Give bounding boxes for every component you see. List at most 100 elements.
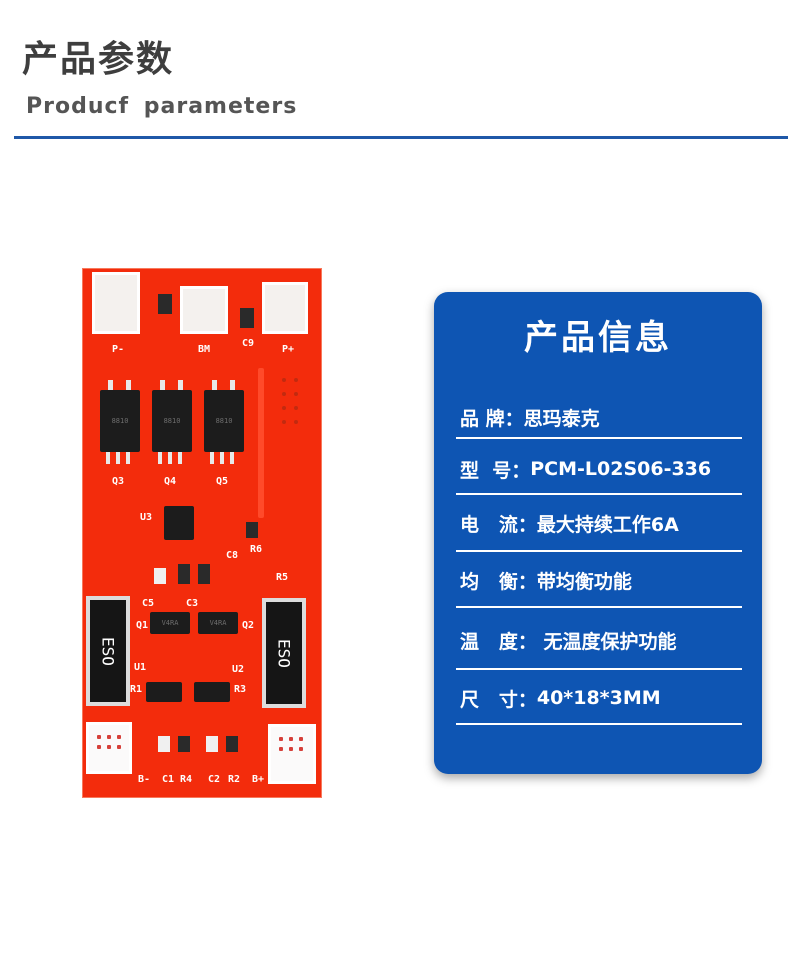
row-divider [456, 437, 742, 439]
info-value: 思玛泰克 [523, 407, 600, 430]
info-row-size: 尺 寸： 40*18*3MM [460, 675, 742, 721]
chip-leg [116, 452, 120, 464]
silk-c5: C5 [142, 598, 155, 609]
pad-bm [180, 286, 228, 334]
row-divider [456, 606, 742, 608]
info-row-current: 电 流： 最大持续工作6A [460, 500, 742, 546]
silk-p-plus: P+ [282, 344, 295, 355]
silk-b-minus: B- [138, 774, 151, 785]
resistor-right: ESO [262, 598, 306, 708]
pad-p-minus [92, 272, 140, 334]
chip-leg [126, 452, 130, 464]
pad-p-plus [262, 282, 308, 334]
via [282, 378, 286, 382]
chip-leg [230, 452, 234, 464]
chip-leg [168, 452, 172, 464]
silk-r1: R1 [130, 684, 143, 695]
via [282, 406, 286, 410]
via [294, 420, 298, 424]
info-label: 品 牌： [460, 407, 524, 430]
chip-leg [106, 452, 110, 464]
smd-cap-3 [198, 564, 210, 584]
silk-u1: U1 [134, 662, 147, 673]
chip-q3: 8810 [100, 390, 140, 452]
chip-leg [160, 380, 165, 390]
chip-u1 [146, 682, 182, 702]
silk-u2: U2 [232, 664, 245, 675]
chip-leg [158, 452, 162, 464]
chip-leg [126, 380, 131, 390]
silk-r4: R4 [180, 774, 193, 785]
row-divider [456, 668, 742, 670]
chip-leg [178, 380, 183, 390]
silk-q4: Q4 [164, 476, 177, 487]
smd-r6 [246, 522, 258, 538]
chip-leg [210, 452, 214, 464]
info-label: 均 衡： [460, 570, 537, 593]
info-label: 温 度： [460, 630, 537, 653]
chip-u3 [164, 506, 194, 540]
pad-b-plus [268, 724, 316, 784]
row-divider [456, 493, 742, 495]
info-row-model: 型 号： PCM-L02S06-336 [460, 446, 742, 492]
chip-u2 [194, 682, 230, 702]
chip-q4: 8810 [152, 390, 192, 452]
via [294, 392, 298, 396]
chip-leg [220, 452, 224, 464]
info-row-temperature: 温 度： 无温度保护功能 [460, 617, 742, 663]
chip-leg [230, 380, 235, 390]
info-value: 带均衡功能 [536, 570, 632, 593]
page-title-cn: 产品参数 [22, 39, 175, 80]
silk-p-minus: P- [112, 344, 125, 355]
row-divider [456, 723, 742, 725]
chip-q1: V4RA [150, 612, 190, 634]
silk-c3: C3 [186, 598, 199, 609]
info-label: 尺 寸： [460, 688, 537, 711]
page-title-en: Producf parameters [26, 94, 298, 119]
product-info-card: 产品信息 品 牌： 思玛泰克 型 号： PCM-L02S06-336 电 流： … [434, 292, 762, 774]
resistor-left: ESO [86, 596, 130, 706]
info-value: 40*18*3MM [536, 687, 661, 709]
chip-leg [108, 380, 113, 390]
silk-q2: Q2 [242, 620, 255, 631]
smd-r2 [226, 736, 238, 752]
silk-bm: BM [198, 344, 211, 355]
via [282, 392, 286, 396]
chip-q5: 8810 [204, 390, 244, 452]
trace [258, 368, 264, 518]
silk-b-plus: B+ [252, 774, 265, 785]
silk-c9: C9 [242, 338, 255, 349]
pad-b-minus [86, 722, 132, 774]
info-value: 无温度保护功能 [536, 630, 677, 653]
info-value: 最大持续工作6A [536, 513, 679, 536]
chip-leg [212, 380, 217, 390]
chip-leg [178, 452, 182, 464]
silk-c8: C8 [226, 550, 239, 561]
smd-cap-1 [154, 568, 166, 584]
silk-c2: C2 [208, 774, 221, 785]
silk-q5: Q5 [216, 476, 229, 487]
info-value: PCM-L02S06-336 [530, 458, 712, 480]
silk-q3: Q3 [112, 476, 125, 487]
info-row-balance: 均 衡： 带均衡功能 [460, 557, 742, 603]
silk-r6: R6 [250, 544, 263, 555]
silk-r2: R2 [228, 774, 241, 785]
silk-c1: C1 [162, 774, 175, 785]
smd-r4 [178, 736, 190, 752]
silk-r3: R3 [234, 684, 247, 695]
smd-top-1 [158, 294, 172, 314]
chip-q2: V4RA [198, 612, 238, 634]
via [294, 406, 298, 410]
silk-r5: R5 [276, 572, 289, 583]
smd-c1 [158, 736, 170, 752]
header-divider [14, 136, 788, 139]
smd-c2 [206, 736, 218, 752]
row-divider [456, 550, 742, 552]
silk-u3: U3 [140, 512, 153, 523]
smd-cap-2 [178, 564, 190, 584]
smd-top-2 [240, 308, 254, 328]
info-label: 型 号： [460, 459, 531, 482]
info-row-brand: 品 牌： 思玛泰克 [460, 394, 742, 440]
card-title: 产品信息 [524, 318, 672, 358]
via [282, 420, 286, 424]
